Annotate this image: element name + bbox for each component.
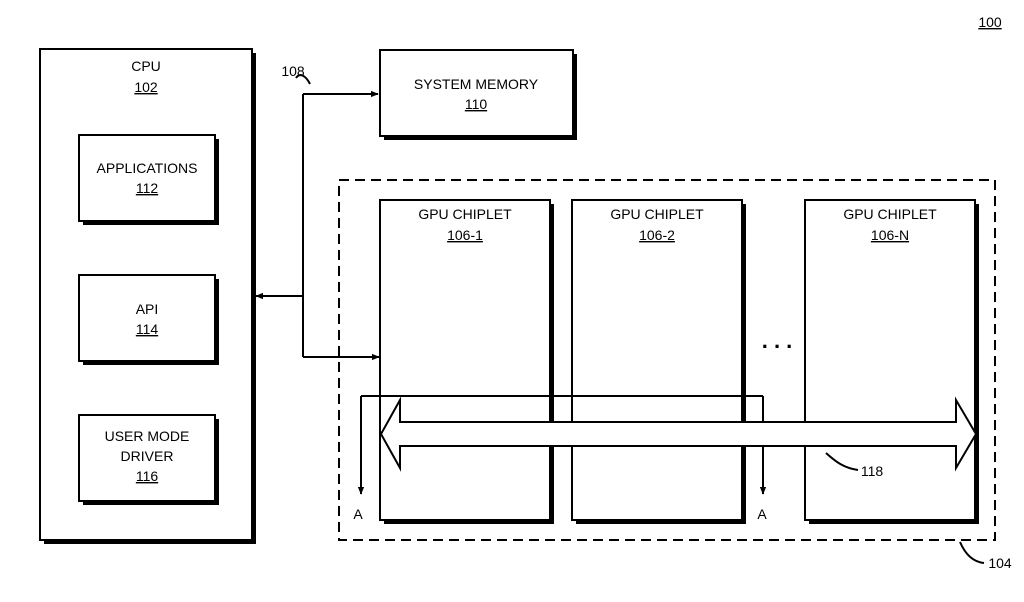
user-mode-driver-block: USER MODE DRIVER 116 <box>78 414 219 505</box>
gpu-chiplet-n-ref: 106-N <box>871 227 909 243</box>
gpu-array-container: 104 <box>338 179 1012 571</box>
crosslink-ref: 118 <box>861 463 884 479</box>
user-mode-driver-title-line2: DRIVER <box>121 448 174 464</box>
applications-title: APPLICATIONS <box>97 160 198 176</box>
cpu-title: CPU <box>131 58 161 74</box>
api-block: API 114 <box>78 274 219 365</box>
user-mode-driver-title-line1: USER MODE <box>105 428 190 444</box>
system-memory-title: SYSTEM MEMORY <box>414 76 539 92</box>
marker-right: A <box>757 506 767 522</box>
gpu-chiplet-2-ref: 106-2 <box>639 227 675 243</box>
figure-ref: 100 <box>978 14 1002 30</box>
api-title: API <box>136 301 159 317</box>
gpu-chiplet-n: GPU CHIPLET 106-N <box>804 199 979 524</box>
crosslink-arrow <box>379 396 978 472</box>
applications-block: APPLICATIONS 112 <box>78 134 219 225</box>
cpu-ref: 102 <box>134 79 158 95</box>
system-memory-block: SYSTEM MEMORY 110 <box>379 49 577 140</box>
gpu-chiplet-2: GPU CHIPLET 106-2 <box>571 199 746 524</box>
marker-left: A <box>353 506 363 522</box>
system-memory-ref: 110 <box>465 96 488 112</box>
gpu-chiplet-2-title: GPU CHIPLET <box>610 206 704 222</box>
crosslink-118: 118 <box>379 396 978 479</box>
ellipsis: . . . <box>762 328 793 353</box>
bus-108: 108 <box>255 63 380 361</box>
user-mode-driver-ref: 116 <box>136 468 159 484</box>
gpu-chiplet-1: GPU CHIPLET 106-1 <box>379 199 554 524</box>
gpu-chiplet-1-title: GPU CHIPLET <box>418 206 512 222</box>
bus-ref: 108 <box>281 63 305 79</box>
gpu-chiplet-n-title: GPU CHIPLET <box>843 206 937 222</box>
gpu-chiplet-1-ref: 106-1 <box>447 227 483 243</box>
applications-ref: 112 <box>136 180 159 196</box>
gpu-array-ref: 104 <box>988 555 1012 571</box>
api-ref: 114 <box>136 321 159 337</box>
